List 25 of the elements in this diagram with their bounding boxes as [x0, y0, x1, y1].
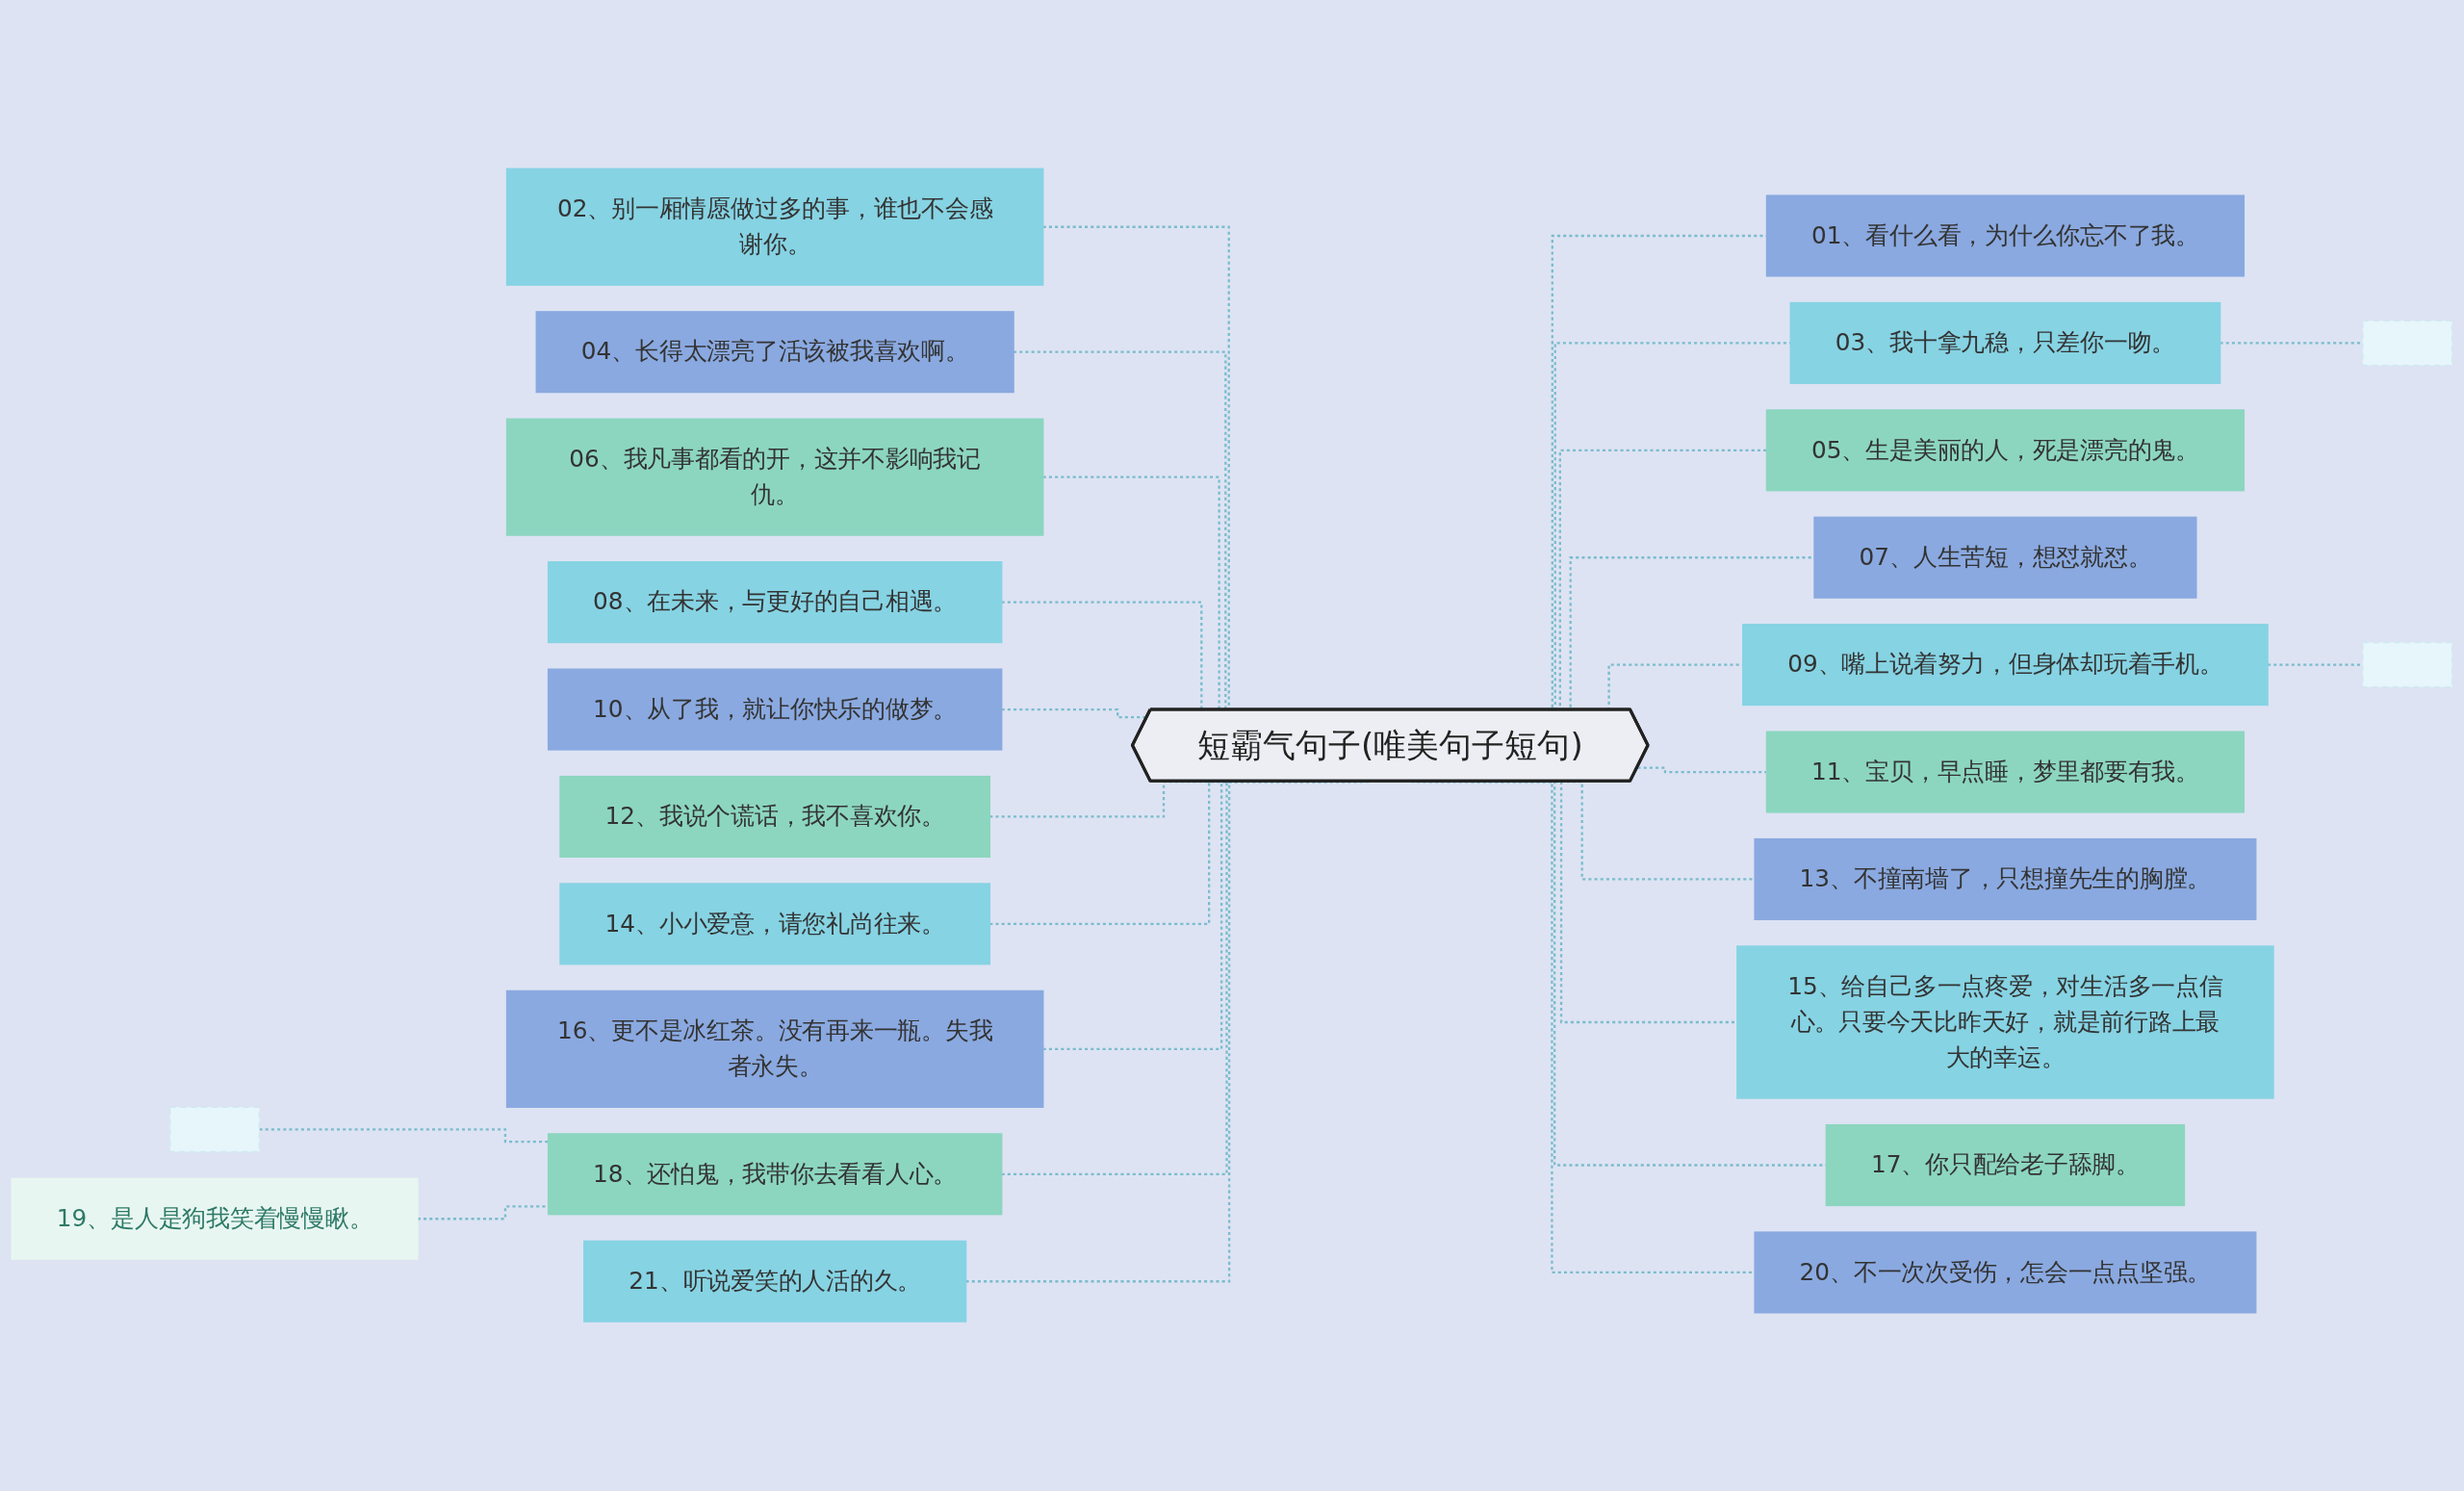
node-box: 07、人生苦短，想怼就怼。	[1813, 517, 2197, 600]
node-box: 02、别一厢情愿做过多的事，谁也不会感谢你。	[505, 167, 1044, 287]
node-box: 08、在未来，与更好的自己相遇。	[547, 561, 1003, 644]
node-box: 04、长得太漂亮了活该被我喜欢啊。	[535, 311, 1014, 394]
node-box: 20、不一次次受伤，怎会一点点坚强。	[1754, 1231, 2257, 1314]
node-box: 17、你只配给老子舔脚。	[1825, 1124, 2186, 1207]
node-box: 15、给自己多一点疼爱，对生活多一点信心。只要今天比昨天好，就是前行路上最大的幸运。	[1736, 945, 2274, 1099]
node-box: 06、我凡事都看的开，这并不影响我记仇。	[505, 418, 1044, 537]
node-box: 21、听说爱笑的人活的久。	[583, 1240, 967, 1324]
connector	[259, 1128, 549, 1144]
node-box: 16、更不是冰红茶。没有再来一瓶。失我者永失。	[505, 990, 1044, 1109]
node-box: 11、宝贝，早点睡，梦里都要有我。	[1765, 731, 2246, 813]
node-box: 05、生是美丽的人，死是漂亮的鬼。	[1765, 409, 2246, 492]
node-box: 10、从了我，就让你快乐的做梦。	[547, 668, 1003, 751]
node-box: 09、嘴上说着努力，但身体却玩着手机。	[1742, 624, 2269, 707]
node-box: 19、是人是狗我笑着慢慢瞅。	[11, 1178, 419, 1261]
connector	[2268, 663, 2363, 667]
node-box: 18、还怕鬼，我带你去看看人心。	[547, 1133, 1003, 1216]
node-box: 14、小小爱意，请您礼尚往来。	[559, 883, 991, 965]
node-box: 03、我十拿九稳，只差你一吻。	[1789, 302, 2221, 385]
node-box	[168, 1106, 261, 1153]
node-box: 01、看什么看，为什么你忘不了我。	[1765, 194, 2246, 277]
node-box: 12、我说个谎话，我不喜欢你。	[559, 776, 991, 859]
node-box: 13、不撞南墙了，只想撞先生的胸膛。	[1754, 838, 2257, 921]
connector	[2220, 342, 2363, 345]
